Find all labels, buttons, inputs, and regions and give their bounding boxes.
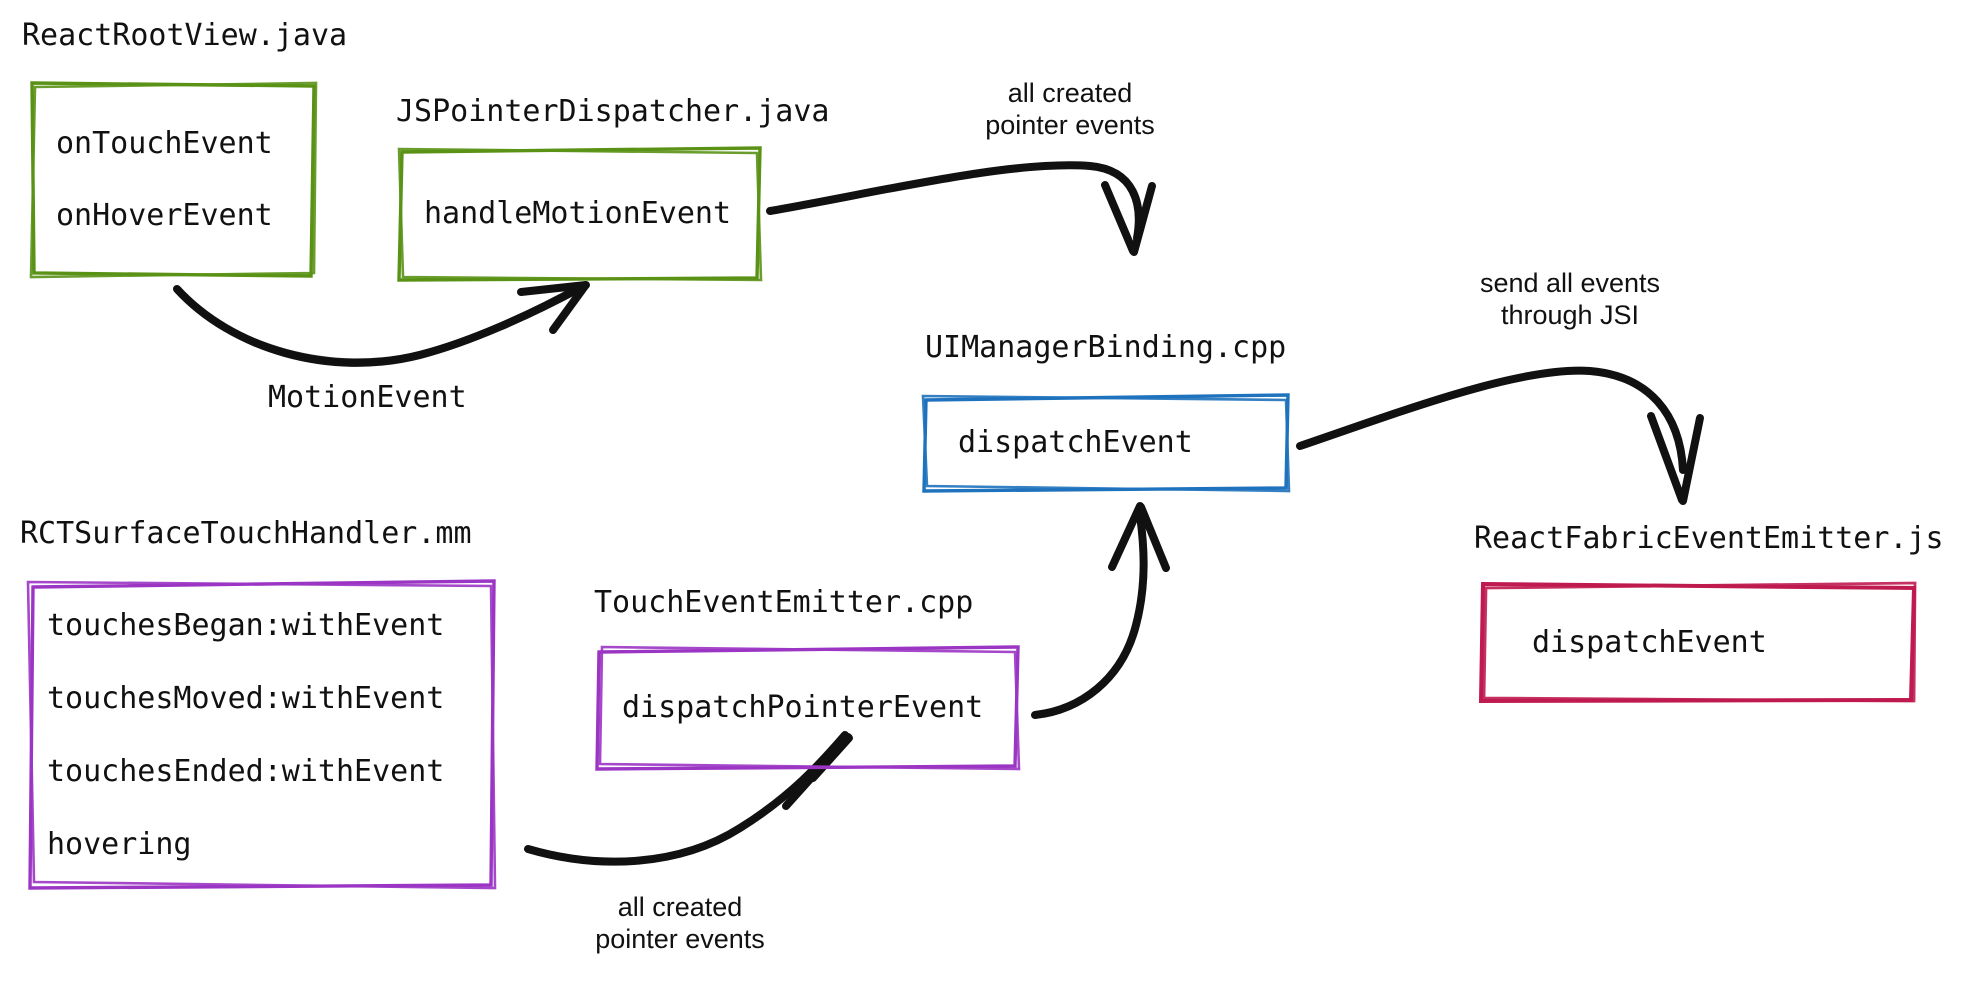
box-content-js-pointer-dispatcher: handleMotionEvent	[396, 146, 764, 282]
group-title-touch-event-emitter: TouchEventEmitter.cpp	[594, 585, 974, 620]
box-line: touchesMoved:withEvent	[47, 680, 445, 716]
box-line: touchesEnded:withEvent	[47, 753, 445, 789]
box-content-touch-event-emitter: dispatchPointerEvent	[594, 644, 1022, 772]
arrow-motion-event	[173, 281, 590, 367]
group-title-js-pointer-dispatcher: JSPointerDispatcher.java	[396, 94, 830, 129]
box-rct-surface-touch-handler[interactable]: touchesBegan:withEvent touchesMoved:with…	[25, 579, 498, 891]
box-line: dispatchEvent	[1532, 624, 1767, 660]
box-line: dispatchEvent	[958, 425, 1193, 460]
box-js-pointer-dispatcher[interactable]: handleMotionEvent	[396, 146, 764, 282]
arrow-emitter-to-binding	[1031, 502, 1170, 719]
arrow-through-jsi	[1296, 366, 1704, 505]
group-title-react-root-view: ReactRootView.java	[22, 18, 348, 53]
box-line: touchesBegan:withEvent	[47, 607, 445, 643]
box-frame-rct-surface-touch-handler	[26, 579, 497, 890]
edge-label-ios-pointer-events: all created pointer events	[595, 892, 765, 954]
box-content-react-fabric-event-emitter: dispatchEvent	[1478, 580, 1918, 705]
box-frame-touch-event-emitter	[595, 645, 1021, 771]
box-content-rct-surface-touch-handler: touchesBegan:withEvent touchesMoved:with…	[25, 579, 498, 891]
box-line: handleMotionEvent	[424, 196, 732, 231]
group-title-react-fabric-event-emitter: ReactFabricEventEmitter.js	[1474, 521, 1944, 556]
edge-label-android-pointer-events: all created pointer events	[985, 78, 1155, 140]
box-line: onHoverEvent	[56, 198, 273, 233]
box-line: dispatchPointerEvent	[622, 690, 984, 725]
edge-label-motion-event: MotionEvent	[268, 380, 467, 415]
box-frame-js-pointer-dispatcher	[397, 146, 763, 282]
box-content-ui-manager-binding: dispatchEvent	[920, 392, 1292, 494]
group-title-ui-manager-binding: UIManagerBinding.cpp	[925, 330, 1287, 365]
box-react-fabric-event-emitter[interactable]: dispatchEvent	[1478, 580, 1918, 705]
box-line: onTouchEvent	[56, 126, 273, 161]
box-frame-ui-manager-binding	[921, 393, 1291, 493]
box-line: hovering	[47, 826, 192, 862]
box-content-react-root-view: onTouchEvent onHoverEvent	[28, 80, 318, 280]
box-ui-manager-binding[interactable]: dispatchEvent	[920, 392, 1292, 494]
box-frame-react-fabric-event-emitter	[1478, 581, 1917, 704]
box-touch-event-emitter[interactable]: dispatchPointerEvent	[594, 644, 1022, 772]
box-react-root-view[interactable]: onTouchEvent onHoverEvent	[28, 80, 318, 280]
arrow-android-pointer-events	[766, 161, 1156, 256]
box-frame-react-root-view	[29, 81, 318, 279]
group-title-rct-surface-touch-handler: RCTSurfaceTouchHandler.mm	[20, 516, 472, 551]
edge-label-through-jsi: send all events through JSI	[1479, 268, 1661, 330]
